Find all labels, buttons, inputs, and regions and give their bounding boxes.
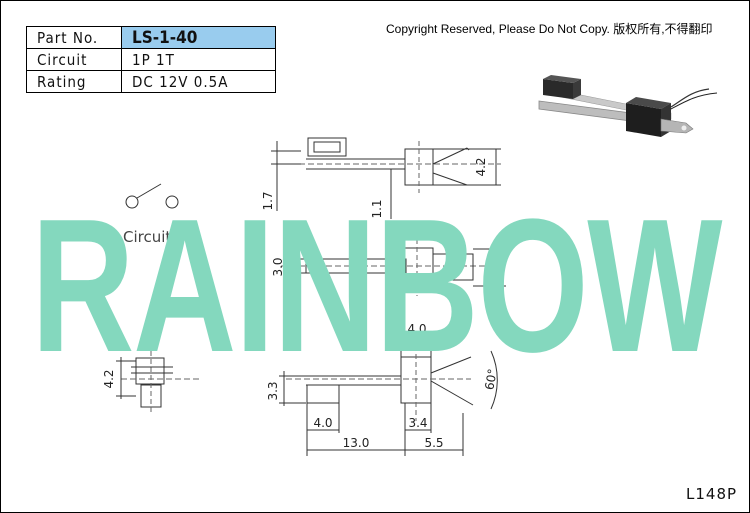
dim-3-3: 3.3 — [266, 381, 280, 400]
dim-4-0-bottom: 4.0 — [313, 416, 332, 430]
circuit-row-label: Circuit — [26, 48, 122, 71]
dim-1-7: 1.7 — [261, 191, 275, 210]
product-render-image — [538, 75, 718, 137]
drawing-code: L148P — [686, 485, 738, 503]
rating-value: DC 12V 0.5A — [121, 70, 276, 93]
actuator-tab-top — [307, 137, 347, 157]
copyright-notice: Copyright Reserved, Please Do Not Copy. … — [386, 22, 713, 36]
dim-1-1: 1.1 — [370, 199, 384, 218]
lever-arm-side — [305, 258, 407, 274]
dim-4-4: 4.4 — [484, 257, 498, 276]
circuit-label: Circuit — [123, 228, 171, 246]
dim-4-0-top: 4.0 — [407, 322, 426, 336]
spec-table: Part No. LS-1-40 Circuit 1P 1T Rating DC… — [26, 26, 276, 93]
part-no-value: LS-1-40 — [121, 26, 276, 49]
actuator-tab-bottom — [306, 384, 340, 404]
dim-13-0: 13.0 — [343, 436, 370, 450]
dim-3-0: 3.0 — [271, 257, 285, 276]
terminal-side — [432, 253, 474, 281]
rating-label: Rating — [26, 70, 122, 93]
rainbow-watermark: RAINBOW — [31, 180, 723, 392]
spec-row-part-no: Part No. LS-1-40 — [26, 26, 276, 49]
spec-row-rating: Rating DC 12V 0.5A — [26, 70, 276, 93]
dim-60-degree: 60° — [482, 368, 499, 391]
circuit-contact-left — [125, 195, 139, 209]
dim-5-5: 5.5 — [424, 436, 443, 450]
circuit-switch-lever — [136, 183, 162, 199]
small-view-body — [135, 357, 165, 385]
circuit-contact-right — [165, 195, 179, 209]
dim-3-4: 3.4 — [408, 416, 427, 430]
dim-4-2-side: 4.2 — [102, 369, 116, 388]
part-no-label: Part No. — [26, 26, 122, 49]
dim-4-2-top: 4.2 — [474, 157, 488, 176]
